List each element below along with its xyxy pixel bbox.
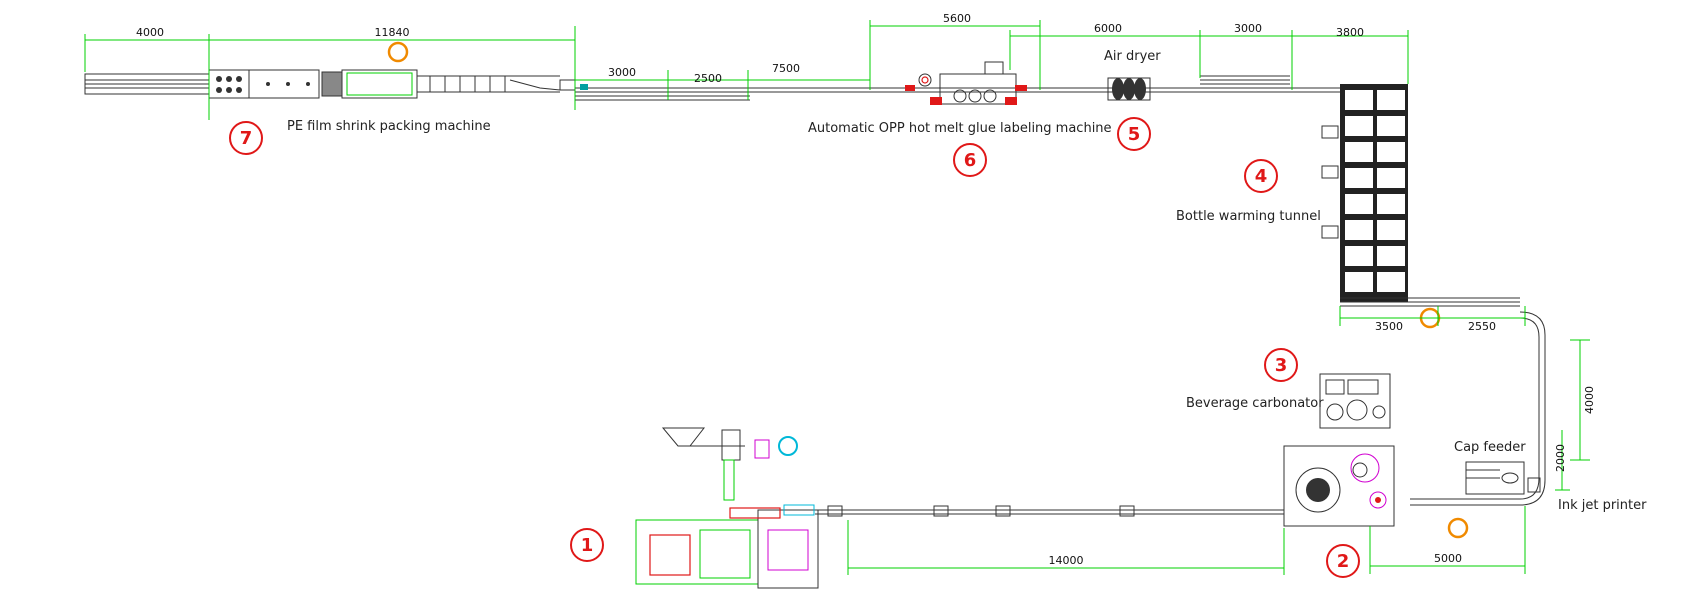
dimension-lines [84,20,1590,575]
dimension-3000-b: 3000 [1234,22,1262,35]
dimension-2500: 2500 [694,72,722,85]
dimension-7500: 7500 [772,62,800,75]
label-labeling-machine: Automatic OPP hot melt glue labeling mac… [808,121,1112,136]
label-air-dryer: Air dryer [1104,49,1161,64]
svg-text:2: 2 [1337,551,1350,572]
svg-text:3: 3 [1275,355,1288,376]
step-number-4: 4 [1244,159,1278,193]
label-beverage-carbonator: Beverage carbonator [1186,396,1324,411]
svg-text:5: 5 [1128,124,1141,145]
label-pe-film-shrink-packing-machine: PE film shrink packing machine [287,119,491,134]
step-number-2: 2 [1326,544,1360,578]
step-number-1: 1 [570,528,604,562]
step-number-7: 7 [229,121,263,155]
dimension-3000-a: 3000 [608,66,636,79]
label-ink-jet-printer: Ink jet printer [1558,498,1647,513]
dimension-11840: 11840 [375,26,410,39]
bottle-warming-tunnel [1321,84,1520,307]
svg-text:7: 7 [240,128,253,149]
air-dryer [1107,77,1151,101]
filling-machine [1283,445,1395,527]
dimension-4000-top: 4000 [136,26,164,39]
operator-icon [387,41,1469,539]
dimension-5600: 5600 [943,12,971,25]
dimension-14000: 14000 [1049,554,1084,567]
cap-feeder [1465,461,1525,495]
dimension-3800: 3800 [1336,26,1364,39]
svg-text:1: 1 [581,535,594,556]
dimension-5000: 5000 [1434,552,1462,565]
blow-molding-area [635,427,819,589]
dimension-6000: 6000 [1094,22,1122,35]
step-number-3: 3 [1264,348,1298,382]
svg-text:4: 4 [1255,166,1268,187]
dimension-2000: 2000 [1554,444,1567,472]
dimension-2550: 2550 [1468,320,1496,333]
step-number-5: 5 [1117,117,1151,151]
svg-text:6: 6 [964,150,977,171]
beverage-carbonator [1319,373,1391,429]
ink-jet-printer [1527,477,1541,493]
bottom-conveyor [815,505,1284,517]
labeling-machine [905,61,1027,105]
top-conveyor [575,75,1355,101]
label-bottle-warming-tunnel: Bottle warming tunnel [1176,209,1321,224]
pe-film-shrink-machine [208,69,588,99]
accumulation-conveyor [84,73,210,95]
step-number-6: 6 [953,143,987,177]
return-conveyor [1410,311,1546,506]
dimension-3500: 3500 [1375,320,1403,333]
dimension-4000-vertical: 4000 [1583,386,1596,414]
label-cap-feeder: Cap feeder [1454,440,1526,455]
